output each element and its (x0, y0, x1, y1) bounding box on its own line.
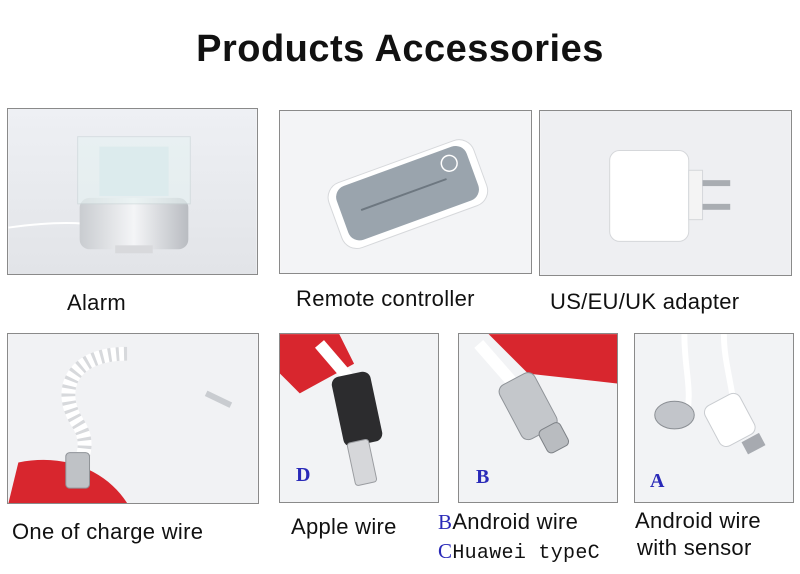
charge-wire-label: One of charge wire (12, 519, 204, 544)
adapter-label: US/EU/UK adapter (550, 289, 740, 314)
sensor-wire-image (634, 333, 794, 503)
huawei-label: CHuawei typeC (438, 538, 600, 565)
tag-a: A (650, 470, 665, 492)
adapter-image (539, 110, 792, 276)
page-title: Products Accessories (196, 28, 604, 70)
tag-b: B (476, 466, 490, 488)
tag-d: D (296, 464, 311, 486)
android-wire-text: Android wire (452, 509, 579, 534)
android-wire-image (458, 333, 618, 503)
sensor-wire-label-2: with sensor (637, 535, 752, 560)
charge-wire-image (7, 333, 259, 504)
android-wire-label: BAndroid wire (438, 509, 578, 535)
apple-wire-label: Apple wire (291, 514, 397, 539)
remote-controller-image (279, 110, 532, 274)
alarm-label: Alarm (67, 290, 126, 315)
huawei-text: Huawei typeC (452, 542, 600, 565)
sensor-wire-label-1: Android wire (635, 508, 761, 533)
android-label-tag: B (438, 510, 453, 534)
apple-wire-image (279, 333, 439, 503)
alarm-image (7, 108, 258, 275)
huawei-label-tag: C (438, 539, 453, 563)
remote-controller-label: Remote controller (296, 286, 475, 311)
